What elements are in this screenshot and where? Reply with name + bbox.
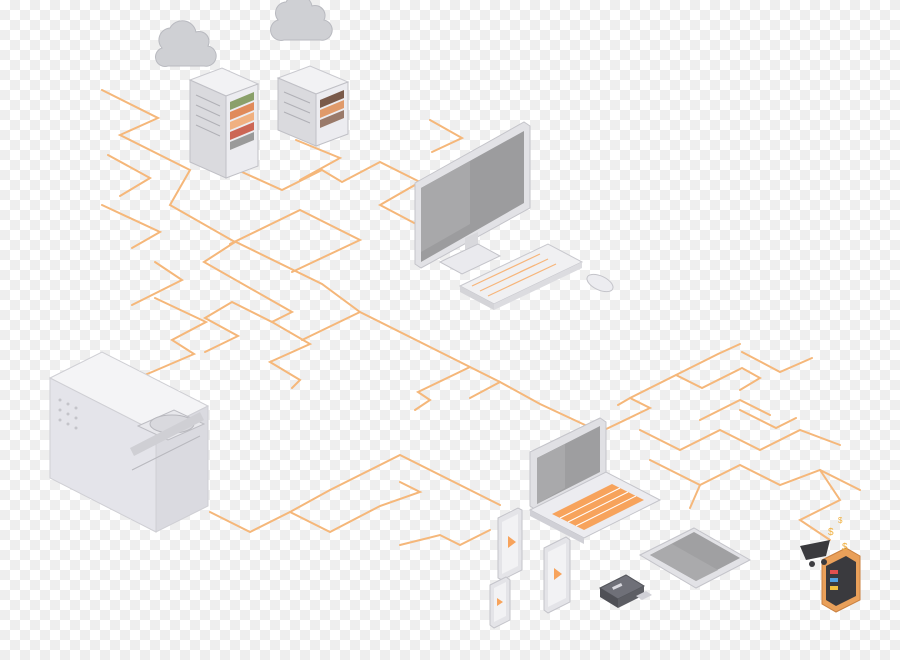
server-rack xyxy=(276,65,350,147)
smartphone xyxy=(489,576,511,629)
desktop-monitor xyxy=(414,121,531,275)
svg-text:$: $ xyxy=(838,516,843,525)
network-lines xyxy=(101,89,861,547)
usb-drive xyxy=(598,574,652,608)
tablet xyxy=(638,527,752,589)
smartphone xyxy=(543,536,571,614)
cloud-icon xyxy=(155,20,217,67)
server-rack xyxy=(188,67,260,179)
laptop xyxy=(528,417,662,544)
smartphone xyxy=(497,507,523,581)
svg-text:$: $ xyxy=(828,527,834,538)
tower-pc xyxy=(48,351,210,533)
cloud-icon xyxy=(270,0,333,41)
payment-phone: $ $ $ xyxy=(800,516,861,613)
svg-text:$: $ xyxy=(842,542,848,553)
keyboard xyxy=(458,243,584,310)
mouse xyxy=(586,273,614,293)
